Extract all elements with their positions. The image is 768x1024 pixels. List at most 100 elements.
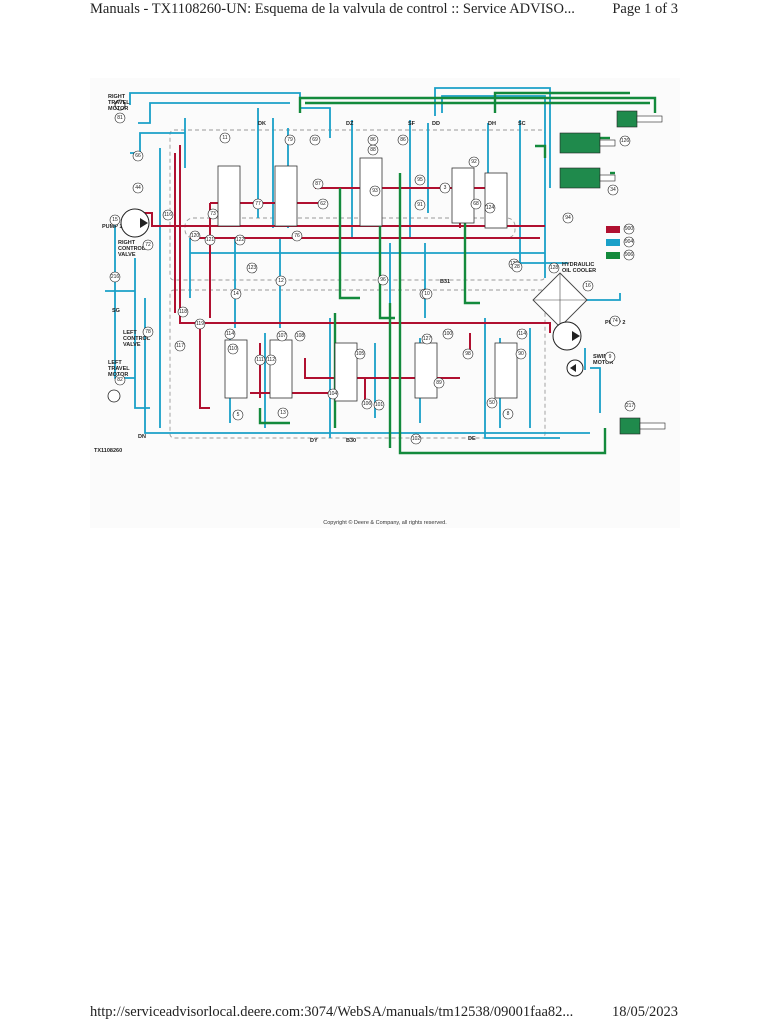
callout-marker: 8 bbox=[502, 408, 514, 420]
callout-number: 90 bbox=[518, 351, 524, 357]
callout-number: 69 bbox=[312, 137, 318, 143]
callout-marker: 68 bbox=[470, 198, 482, 210]
port-label: DZ bbox=[346, 121, 354, 127]
callout-marker: 69 bbox=[309, 134, 321, 146]
callout-marker: 62 bbox=[317, 198, 329, 210]
callout-number: 79 bbox=[287, 137, 293, 143]
callout-number: 217 bbox=[626, 403, 635, 409]
port-label: SG bbox=[112, 308, 120, 314]
page-footer: http://serviceadvisorlocal.deere.com:307… bbox=[90, 1000, 678, 1024]
hydraulic-schematic: 900 904 906 RIGHT TRAVEL MOTOR PUMP 1 RI… bbox=[94, 87, 666, 526]
callout-number: 110 bbox=[229, 346, 237, 352]
callout-marker: 119 bbox=[194, 318, 206, 330]
port-label: SC bbox=[518, 121, 526, 127]
pilot-lines bbox=[258, 91, 657, 455]
callout-marker: 101 bbox=[373, 399, 385, 411]
callout-number: 10 bbox=[424, 291, 430, 297]
callout-marker: 77 bbox=[252, 198, 264, 210]
callout-number: 77 bbox=[255, 201, 261, 207]
page-header: Manuals - TX1108260-UN: Esquema de la va… bbox=[90, 0, 678, 22]
callout-marker: 100 bbox=[442, 328, 454, 340]
callout-number: 117 bbox=[176, 343, 184, 349]
port-label: B30 bbox=[346, 438, 356, 444]
callout-number: 114 bbox=[518, 331, 526, 337]
port-label: DY bbox=[310, 438, 318, 444]
print-date: 18/05/2023 bbox=[611, 1004, 678, 1020]
return-lines bbox=[105, 87, 621, 439]
callout-number: 14 bbox=[233, 291, 239, 297]
right-control-valve-label-3: VALVE bbox=[118, 252, 136, 258]
callout-number: 114 bbox=[226, 331, 234, 337]
callout-marker: 116 bbox=[162, 209, 174, 221]
callout-marker: 114 bbox=[516, 328, 528, 340]
callout-number: 73 bbox=[210, 211, 216, 217]
callout-number: 101 bbox=[375, 402, 384, 408]
callout-number: 34 bbox=[610, 187, 616, 193]
callout-marker: 66 bbox=[132, 150, 144, 162]
callout-number: 74 bbox=[612, 318, 618, 324]
left-travel-motor-label-2: TRAVEL bbox=[108, 366, 130, 372]
component-captions: RIGHT TRAVEL MOTOR PUMP 1 RIGHT CONTROL … bbox=[102, 94, 625, 378]
callout-number: 119 bbox=[196, 321, 204, 327]
port-label: DE bbox=[468, 436, 476, 442]
legend-swatch-pilot bbox=[606, 252, 620, 259]
callout-marker: 96 bbox=[377, 274, 389, 286]
callout-number: 116 bbox=[164, 212, 172, 218]
callout-number: 82 bbox=[117, 377, 123, 383]
callout-number: 76 bbox=[294, 233, 300, 239]
callout-number: 15 bbox=[112, 217, 118, 223]
callout-number: 86 bbox=[370, 137, 376, 143]
callout-marker: 13 bbox=[277, 407, 289, 419]
left-valve-spools bbox=[224, 339, 518, 402]
callout-marker: 44 bbox=[132, 182, 144, 194]
callout-marker: 81 bbox=[114, 112, 126, 124]
legend-code: 900 bbox=[625, 226, 634, 232]
callout-number: 102 bbox=[412, 436, 421, 442]
callout-number: 112 bbox=[267, 357, 275, 363]
callout-marker: 10 bbox=[421, 288, 433, 300]
callout-number: 9 bbox=[609, 354, 612, 360]
legend-swatch-return bbox=[606, 239, 620, 246]
callout-marker: 9 bbox=[604, 351, 616, 363]
callout-number: 86 bbox=[400, 137, 406, 143]
pump-1 bbox=[120, 208, 150, 238]
callout-marker: 106 bbox=[361, 398, 373, 410]
callout-number: 106 bbox=[363, 401, 372, 407]
callout-marker: 91 bbox=[414, 199, 426, 211]
callout-marker: 15 bbox=[109, 214, 121, 226]
callout-number: 216 bbox=[111, 274, 120, 280]
callout-number: 95 bbox=[417, 177, 423, 183]
callout-number: 104 bbox=[329, 391, 338, 397]
port-label: DN bbox=[138, 434, 146, 440]
source-url: http://serviceadvisorlocal.deere.com:307… bbox=[90, 1004, 574, 1020]
callout-marker: 72 bbox=[142, 239, 154, 251]
figure-id: TX1108260 bbox=[94, 448, 122, 454]
callout-number: 87 bbox=[315, 181, 321, 187]
callout-number: 72 bbox=[145, 242, 151, 248]
left-travel-motor-label-3: MOTOR bbox=[108, 372, 128, 378]
copyright-notice: Copyright © Deere & Company, all rights … bbox=[323, 519, 447, 526]
callout-marker: 128 bbox=[548, 262, 560, 274]
callout-number: 105 bbox=[356, 351, 365, 357]
callout-number: 96 bbox=[380, 277, 386, 283]
right-travel-motor-label-2: TRAVEL bbox=[108, 100, 130, 106]
hydraulic-oil-cooler-label-2: OIL COOLER bbox=[562, 268, 596, 274]
callout-marker: 14 bbox=[230, 288, 242, 300]
callout-marker: 107 bbox=[276, 330, 288, 342]
callout-number: 28 bbox=[514, 264, 520, 270]
left-valve-boundary bbox=[169, 289, 546, 439]
pump-2 bbox=[552, 321, 582, 351]
right-travel-motor bbox=[114, 99, 126, 111]
callout-number: 121 bbox=[206, 237, 215, 243]
callout-marker: 50 bbox=[486, 397, 498, 409]
callout-number: 108 bbox=[296, 333, 305, 339]
callout-marker: 105 bbox=[354, 348, 366, 360]
callout-marker: 5 bbox=[232, 409, 244, 421]
page-count: Page 1 of 3 bbox=[612, 1, 678, 17]
callout-marker: 98 bbox=[462, 348, 474, 360]
callout-number: 62 bbox=[320, 201, 326, 207]
callout-marker: 82 bbox=[114, 374, 126, 386]
callout-number: 111 bbox=[256, 357, 264, 363]
callout-number: 122 bbox=[236, 237, 245, 243]
callout-marker: 86 bbox=[397, 134, 409, 146]
